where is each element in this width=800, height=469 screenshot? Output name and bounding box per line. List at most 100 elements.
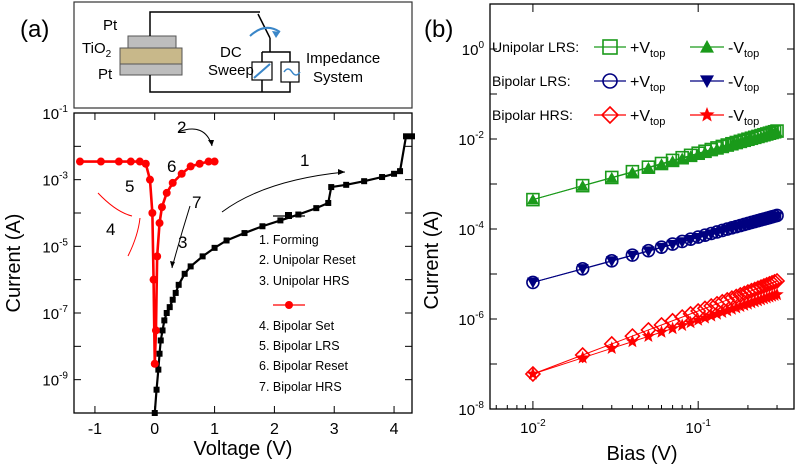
bipolar-hrs-arrow [127, 217, 141, 257]
b-point-filled-star [675, 318, 689, 332]
a-point-circle [126, 157, 135, 166]
legend-b-marker-neg [700, 40, 714, 53]
circuit-wire [149, 11, 291, 93]
panel-b-label: (b) [424, 16, 453, 43]
b-point-open-diamond [574, 346, 591, 364]
b-point-filled-star [526, 367, 540, 380]
inset-system-label: System [313, 69, 363, 86]
panel-a-y-axis-title: Current (A) [3, 214, 25, 313]
inset-oxide: TiO2 [82, 40, 112, 60]
inset-sweep-label: Sweep [208, 62, 254, 79]
a-point-square [391, 170, 398, 177]
legend-b-pos-label: +Vtop [630, 108, 665, 128]
b-point-open-square [575, 178, 590, 193]
curve-number-5: 5 [125, 177, 134, 196]
b-point-filled-star [698, 311, 712, 324]
b-point-filled-star [605, 341, 619, 354]
a-point-square [313, 205, 320, 212]
legend-b-pos-label: +Vtop [630, 40, 665, 60]
a-point-square [343, 181, 350, 188]
b-y-tick-label: 10-8 [458, 400, 484, 419]
a-point-square [211, 244, 218, 251]
impedance-box [280, 61, 300, 83]
a-point-square [169, 296, 176, 303]
legend-b-marker-neg [699, 107, 715, 122]
b-point-filled-triangle-down [692, 232, 705, 244]
legend-a-item-6: 6. Bipolar Reset [259, 359, 348, 373]
panel-a-label: (a) [20, 16, 49, 43]
b-y-tick-label: 10-2 [458, 130, 484, 149]
b-point-filled-star [725, 302, 739, 315]
a-point-circle [155, 219, 164, 228]
b-point-filled-triangle-up [655, 158, 668, 170]
a-point-circle [141, 159, 150, 168]
b-point-filled-triangle-down [655, 242, 668, 254]
a-point-square [379, 174, 386, 181]
b-point-filled-star [715, 305, 729, 318]
a-point-square [409, 133, 415, 140]
a-x-tick-label: 3 [330, 421, 339, 438]
a-point-square [157, 337, 164, 344]
b-point-filled-triangle-up [605, 171, 618, 183]
a-point-circle [204, 157, 213, 166]
top-electrode-block [127, 35, 177, 49]
legend-a-item-4: 4. Bipolar Set [259, 319, 335, 333]
inset-dc-label: DC [220, 44, 242, 61]
b-point-filled-triangle-up [576, 179, 589, 191]
a-point-square [325, 199, 332, 206]
b-point-filled-triangle-up [642, 161, 655, 173]
a-point-circle [157, 203, 166, 212]
b-point-filled-star [733, 299, 747, 313]
oxide-layer [119, 47, 183, 65]
a-point-square [223, 237, 230, 244]
panel-a-annotations [97, 128, 346, 269]
legend-b-pos-label: +Vtop [630, 74, 665, 94]
a-point-square [172, 289, 179, 296]
a-point-square [241, 230, 248, 237]
b-y-tick-label: 100 [462, 40, 485, 59]
bottom-electrode-block [119, 63, 183, 76]
panel-b-series [524, 124, 786, 383]
a-point-square [151, 410, 158, 416]
legend-b-marker-neg [700, 75, 714, 88]
b-point-filled-triangle-up [771, 126, 784, 138]
a-y-tick-label: 10-7 [42, 304, 68, 323]
b-point-filled-triangle-down [626, 250, 639, 262]
forming-sweep-arrow [221, 171, 346, 213]
inset-impedance-label: Impedance [306, 50, 380, 67]
panel-b-y-axis-title: Current (A) [421, 211, 443, 310]
a-point-square [295, 211, 302, 218]
legend-b-prefix: Bipolar LRS: [492, 73, 571, 89]
a-y-tick-label: 10-5 [42, 237, 68, 256]
curve-number-1: 1 [300, 151, 309, 170]
a-point-square [361, 178, 368, 185]
legend-a-red-marker [285, 301, 293, 309]
a-point-square [175, 281, 182, 288]
a-point-circle [162, 188, 171, 197]
legend-a-item-7: 7. Bipolar HRS [259, 380, 342, 394]
b-point-filled-star [710, 307, 724, 320]
a-point-circle [75, 157, 84, 166]
b-point-filled-star [684, 315, 698, 329]
b-point-filled-triangle-down [526, 277, 539, 289]
dc-source-arrow [253, 63, 271, 79]
b-point-open-square [604, 170, 619, 185]
b-point-filled-triangle-down [676, 237, 689, 249]
b-point-filled-star [641, 329, 656, 342]
panel-a-frame [73, 112, 413, 414]
panel-a-legend: 1. Forming 2. Unipolar Reset 3. Unipolar… [259, 212, 356, 394]
legend-b-marker-pos [600, 105, 620, 125]
a-point-circle [186, 162, 195, 171]
curve-number-3: 3 [178, 233, 187, 252]
a-point-circle [114, 157, 123, 166]
a-point-circle [148, 209, 157, 217]
legend-b-neg-label: -Vtop [728, 74, 759, 94]
b-y-tick-label: 10-6 [458, 310, 484, 329]
a-point-square [166, 304, 173, 311]
b-point-filled-star [770, 287, 784, 301]
a-point-square [156, 350, 163, 357]
panel-b-x-axis-title: Bias (V) [606, 443, 677, 465]
legend-b-neg-label: -Vtop [728, 108, 759, 128]
a-point-circle [153, 252, 162, 261]
